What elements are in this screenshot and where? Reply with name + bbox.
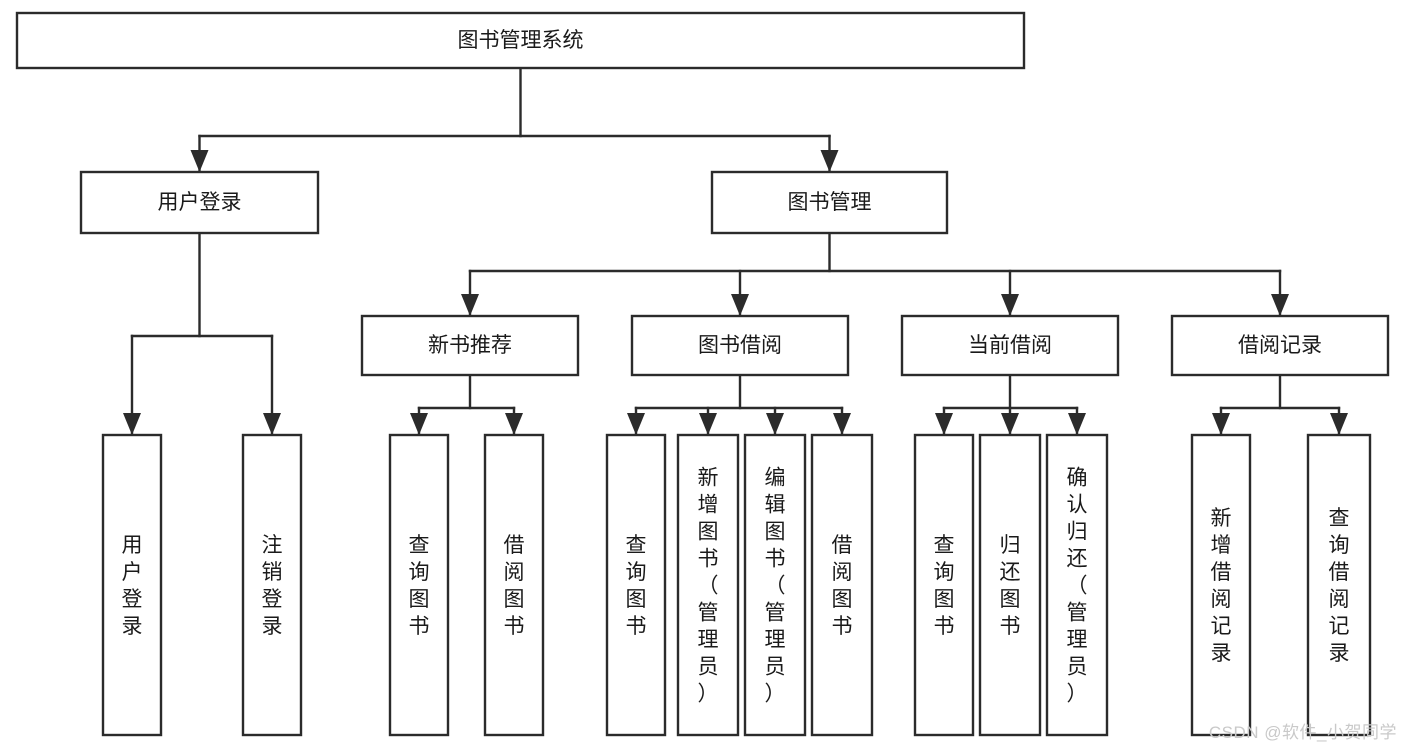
node-label: 编辑图书（管理员） [765,467,786,706]
node-label: 新增图书（管理员） [698,467,719,706]
node-label: 查询图书 [409,534,430,638]
node-label: 查询图书 [934,534,955,638]
node-leaf-9[interactable]: 查询图书 [913,433,975,737]
connector-records [1212,373,1348,437]
node-label: 新书推荐 [428,334,512,357]
connector-current [935,373,1086,437]
node-leaf-5[interactable]: 查询图书 [605,433,667,737]
node-label: 图书借阅 [698,334,782,357]
connector-borrow [627,373,851,437]
node-newbook[interactable]: 新书推荐 [360,314,580,377]
node-leaf-12[interactable]: 新增借阅记录 [1190,433,1252,737]
node-label: 查询图书 [626,534,647,638]
node-leaf-4[interactable]: 借阅图书 [483,433,545,737]
node-login[interactable]: 用户登录 [79,170,320,235]
node-label: 用户登录 [122,534,143,638]
connector-login [123,231,281,437]
node-borrow[interactable]: 图书借阅 [630,314,850,377]
node-label: 借阅图书 [504,534,525,638]
node-leaf-8[interactable]: 借阅图书 [810,433,874,737]
connector-newbook [410,373,523,437]
node-bookmgmt[interactable]: 图书管理 [710,170,949,235]
node-leaf-11[interactable]: 确认归还（管理员） [1045,433,1109,737]
node-label: 借阅图书 [832,534,853,638]
node-leaf-2[interactable]: 注销登录 [241,433,303,737]
connector-bookmgmt [461,231,1289,318]
node-label: 归还图书 [1000,534,1021,638]
node-leaf-13[interactable]: 查询借阅记录 [1306,433,1372,737]
node-label: 图书管理系统 [458,29,584,52]
node-leaf-10[interactable]: 归还图书 [978,433,1042,737]
connector-layer [123,66,1348,437]
node-root[interactable]: 图书管理系统 [15,11,1026,70]
node-label: 用户登录 [158,191,242,214]
node-leaf-1[interactable]: 用户登录 [101,433,163,737]
node-label: 查询借阅记录 [1329,507,1350,665]
node-leaf-3[interactable]: 查询图书 [388,433,450,737]
node-leaf-7[interactable]: 编辑图书（管理员） [743,433,807,737]
connector-root [190,66,839,174]
node-label: 当前借阅 [968,334,1052,357]
node-label: 确认归还（管理员） [1067,467,1088,706]
node-current[interactable]: 当前借阅 [900,314,1120,377]
csdn-watermark: CSDN @软件_小贺同学 [1208,723,1397,742]
node-leaf-6[interactable]: 新增图书（管理员） [676,433,740,737]
node-label: 注销登录 [262,534,283,638]
node-label: 新增借阅记录 [1211,507,1232,665]
node-layer: 图书管理系统用户登录图书管理新书推荐图书借阅当前借阅借阅记录用户登录注销登录查询… [15,11,1390,737]
node-label: 借阅记录 [1238,334,1322,357]
node-label: 图书管理 [788,191,872,214]
node-records[interactable]: 借阅记录 [1170,314,1390,377]
